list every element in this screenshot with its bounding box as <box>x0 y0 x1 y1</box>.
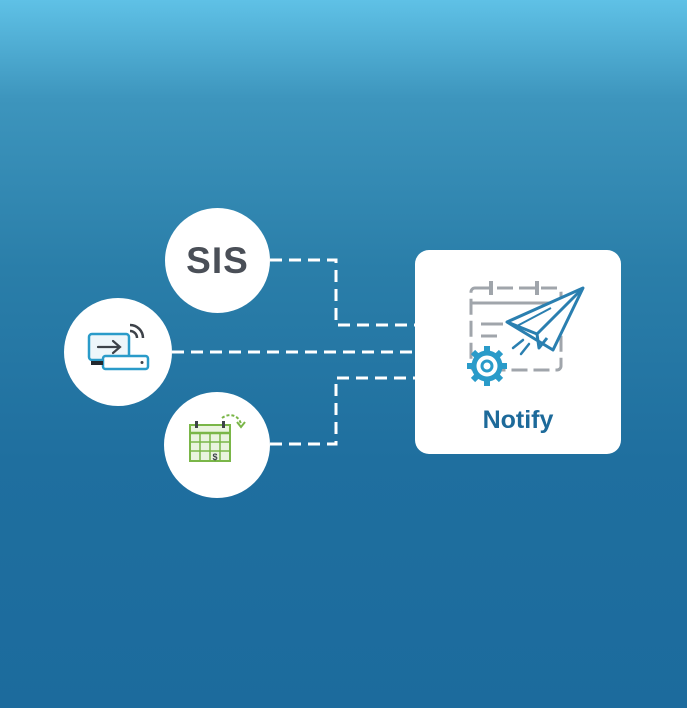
notify-label: Notify <box>482 406 554 434</box>
payment-calendar-node: $ <box>164 392 270 498</box>
sis-node: SIS <box>165 208 270 313</box>
payment-calendar-icon: $ <box>184 410 250 481</box>
connector-sis <box>270 258 415 327</box>
card-reader-icon <box>83 320 153 385</box>
svg-text:$: $ <box>212 452 217 462</box>
notify-card: Notify <box>415 250 621 454</box>
sis-label: SIS <box>186 239 249 281</box>
connector-calendar <box>270 376 415 446</box>
notify-paper-plane-icon <box>463 278 588 393</box>
card-reader-node <box>64 298 172 406</box>
